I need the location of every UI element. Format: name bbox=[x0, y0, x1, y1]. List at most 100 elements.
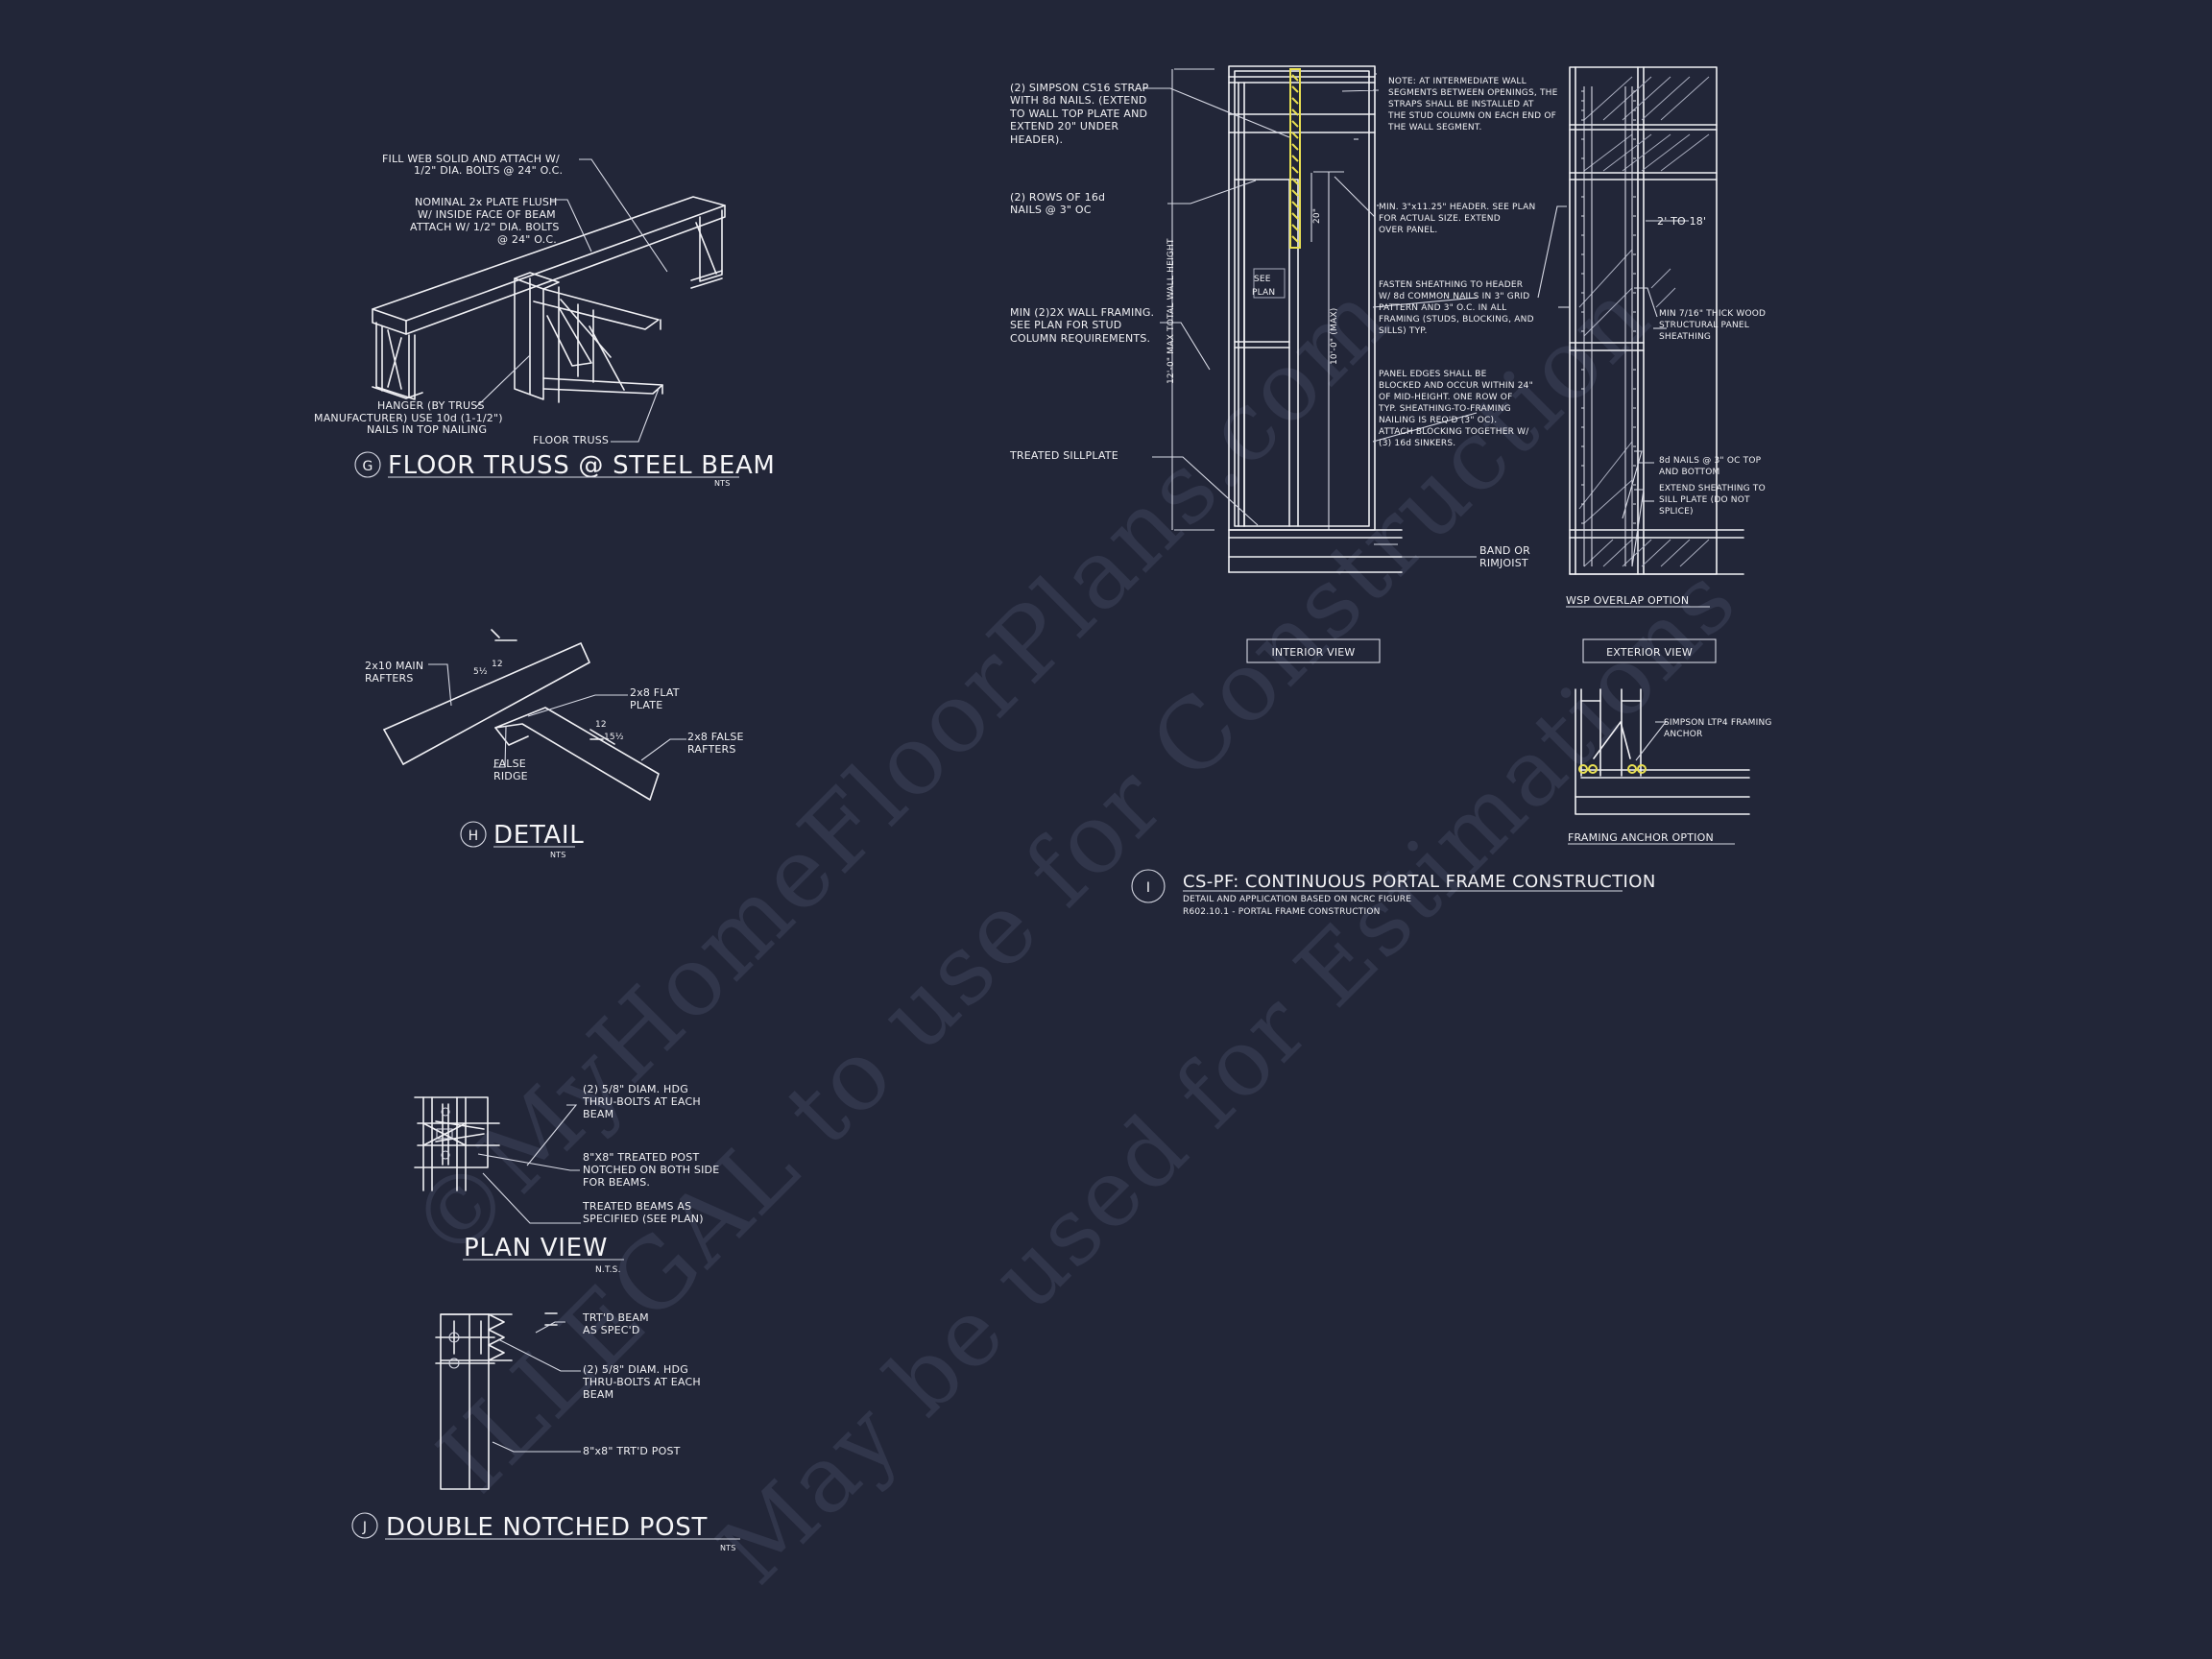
detail-g-floor-truss-steel-beam: FILL WEB SOLID AND ATTACH W/ 1/2" DIA. B… bbox=[314, 153, 775, 488]
detail-j-letter: J bbox=[362, 1520, 367, 1535]
detail-h-rafters: 2x10 MAIN RAFTERS 2x8 FLAT PLATE 2x8 FAL… bbox=[365, 629, 744, 859]
interior-view-leaders bbox=[1142, 73, 1478, 558]
i-min-thick-1: MIN 7/16" THICK WOOD bbox=[1659, 309, 1766, 319]
j-thru-bolts-1: (2) 5/8" DIAM. HDG bbox=[583, 1363, 688, 1376]
note-nominal-4: @ 24" O.C. bbox=[497, 233, 557, 246]
detail-i-title: CS-PF: CONTINUOUS PORTAL FRAME CONSTRUCT… bbox=[1183, 872, 1656, 892]
i-2-to-18: 2' TO 18' bbox=[1657, 215, 1706, 228]
note-nominal-2: W/ INSIDE FACE OF BEAM bbox=[418, 208, 556, 221]
i-header-2: FOR ACTUAL SIZE. EXTEND bbox=[1379, 214, 1501, 224]
plan-treated-post-3: FOR BEAMS. bbox=[583, 1176, 650, 1189]
note-hanger-3: NAILS IN TOP NAILING bbox=[367, 423, 487, 436]
detail-g-leaders bbox=[475, 158, 668, 443]
interior-notes: (2) SIMPSON CS16 STRAP WITH 8d NAILS. (E… bbox=[1009, 82, 1275, 462]
detail-h-title: DETAIL bbox=[493, 821, 584, 850]
i-strap-1: (2) SIMPSON CS16 STRAP bbox=[1010, 82, 1149, 94]
h-pitch-false-rise: 15½ bbox=[604, 733, 624, 742]
view-labels: INTERIOR VIEW EXTERIOR VIEW bbox=[1246, 638, 1717, 663]
note-hanger-2: MANUFACTURER) USE 10d (1-1/2") bbox=[314, 412, 503, 424]
detail-i-portal-frame: 12'-0" MAX TOTAL WALL HEIGHT 10'-0" (MAX… bbox=[1009, 65, 1772, 917]
i-panel-edges-4: TYP. SHEATHING-TO-FRAMING bbox=[1378, 404, 1511, 414]
i-strap-5: HEADER). bbox=[1010, 133, 1063, 146]
i-fasten-3: PATTERN AND 3" O.C. IN ALL bbox=[1379, 303, 1506, 313]
exterior-view-label: EXTERIOR VIEW bbox=[1606, 646, 1693, 659]
i-note-intermediate-5: THE WALL SEGMENT. bbox=[1387, 123, 1482, 132]
i-extend-sheathing-1: EXTEND SHEATHING TO bbox=[1659, 484, 1766, 493]
plan-treated-post-2: NOTCHED ON BOTH SIDE bbox=[583, 1164, 719, 1176]
h-flat-plate-1: 2x8 FLAT bbox=[630, 686, 680, 699]
detail-i-letter: I bbox=[1146, 880, 1150, 896]
i-8d-nails-2: AND BOTTOM bbox=[1659, 468, 1719, 477]
floor-truss-beam-drawing bbox=[372, 196, 726, 403]
i-note-intermediate-2: SEGMENTS BETWEEN OPENINGS, THE bbox=[1388, 88, 1558, 98]
dim-10ft: 10'-0" (MAX) bbox=[1330, 308, 1339, 365]
plan-treated-beams-2: SPECIFIED (SEE PLAN) bbox=[583, 1213, 704, 1225]
j-trtd-beam-1: TRT'D BEAM bbox=[582, 1311, 649, 1324]
h-pitch-main-run: 12 bbox=[492, 660, 503, 669]
i-extend-sheathing-3: SPLICE) bbox=[1659, 507, 1694, 517]
i-ltp4-1: SIMPSON LTP4 FRAMING bbox=[1664, 718, 1772, 728]
exterior-notes: 2' TO 18' MIN 7/16" THICK WOOD STRUCTURA… bbox=[1566, 215, 1766, 608]
i-strap-2: WITH 8d NAILS. (EXTEND bbox=[1010, 94, 1147, 107]
detail-i-subtitle-2: R602.10.1 - PORTAL FRAME CONSTRUCTION bbox=[1183, 907, 1381, 917]
i-band-2: RIMJOIST bbox=[1479, 557, 1528, 569]
i-8d-nails-1: 8d NAILS @ 3" OC TOP bbox=[1659, 456, 1762, 466]
dim-20in: 20" bbox=[1312, 208, 1322, 224]
exterior-view-drawing bbox=[1537, 66, 1744, 575]
i-fasten-4: FRAMING (STUDS, BLOCKING, AND bbox=[1379, 315, 1534, 325]
i-fasten-5: SILLS) TYP. bbox=[1379, 326, 1428, 336]
note-fill-web-1: FILL WEB SOLID AND ATTACH W/ bbox=[382, 153, 560, 165]
plan-thru-bolts-2: THRU-BOLTS AT EACH bbox=[582, 1095, 701, 1108]
h-main-rafters-1: 2x10 MAIN bbox=[365, 660, 423, 672]
interior-view-label: INTERIOR VIEW bbox=[1271, 646, 1355, 659]
detail-g-letter: G bbox=[362, 459, 373, 474]
h-false-ridge-1: FALSE bbox=[493, 757, 526, 770]
detail-g-title-block: G FLOOR TRUSS @ STEEL BEAM NTS bbox=[354, 451, 775, 488]
note-hanger-1: HANGER (BY TRUSS bbox=[377, 399, 485, 412]
i-min-framing-2: SEE PLAN FOR STUD bbox=[1010, 319, 1121, 331]
h-pitch-main-rise: 5½ bbox=[473, 667, 488, 677]
j-thru-bolts-2: THRU-BOLTS AT EACH bbox=[582, 1376, 701, 1388]
plan-thru-bolts-3: BEAM bbox=[583, 1108, 613, 1120]
plan-treated-post-1: 8"X8" TREATED POST bbox=[583, 1151, 699, 1164]
i-panel-edges-3: OF MID-HEIGHT. ONE ROW OF bbox=[1379, 393, 1512, 402]
i-min-thick-2: STRUCTURAL PANEL bbox=[1659, 321, 1749, 330]
i-min-thick-3: SHEATHING bbox=[1659, 332, 1711, 342]
i-panel-edges-2: BLOCKED AND OCCUR WITHIN 24" bbox=[1379, 381, 1533, 391]
dim-12ft: 12'-0" MAX TOTAL WALL HEIGHT bbox=[1166, 238, 1176, 384]
framing-anchor-option-drawing: SIMPSON LTP4 FRAMING ANCHOR FRAMING ANCH… bbox=[1568, 688, 1772, 845]
h-false-rafters-1: 2x8 FALSE bbox=[687, 731, 744, 743]
framing-anchor-label: FRAMING ANCHOR OPTION bbox=[1568, 831, 1714, 844]
detail-i-subtitle-1: DETAIL AND APPLICATION BASED ON NCRC FIG… bbox=[1183, 895, 1411, 904]
h-flat-plate-2: PLATE bbox=[630, 699, 662, 711]
i-panel-edges-5: NAILING IS REQ'D (3" OC). bbox=[1379, 416, 1497, 425]
i-strap-3: TO WALL TOP PLATE AND bbox=[1009, 108, 1147, 120]
note-nominal-3: ATTACH W/ 1/2" DIA. BOLTS bbox=[410, 221, 560, 233]
i-rows-2: NAILS @ 3" OC bbox=[1010, 204, 1092, 216]
i-band-1: BAND OR bbox=[1479, 544, 1530, 557]
i-strap-4: EXTEND 20" UNDER bbox=[1010, 120, 1118, 132]
plan-treated-beams-1: TREATED BEAMS AS bbox=[582, 1200, 691, 1213]
i-panel-edges-7: (3) 16d SINKERS. bbox=[1379, 439, 1455, 448]
h-false-ridge-2: RIDGE bbox=[493, 770, 528, 782]
j-post: 8"x8" TRT'D POST bbox=[583, 1445, 681, 1457]
i-see-plan-2: PLAN bbox=[1252, 288, 1275, 298]
plan-thru-bolts-1: (2) 5/8" DIAM. HDG bbox=[583, 1083, 688, 1095]
i-wsp-overlap: WSP OVERLAP OPTION bbox=[1566, 594, 1689, 607]
detail-g-notes: FILL WEB SOLID AND ATTACH W/ 1/2" DIA. B… bbox=[314, 153, 609, 446]
i-panel-edges-1: PANEL EDGES SHALL BE bbox=[1379, 370, 1487, 379]
i-fasten-2: W/ 8d COMMON NAILS IN 3" GRID bbox=[1379, 292, 1529, 301]
i-header-1: MIN. 3"x11.25" HEADER. SEE PLAN bbox=[1379, 203, 1535, 212]
detail-h-scale: NTS bbox=[550, 851, 566, 859]
h-main-rafters-2: RAFTERS bbox=[365, 672, 414, 685]
plan-view-detail: (2) 5/8" DIAM. HDG THRU-BOLTS AT EACH BE… bbox=[414, 1083, 719, 1275]
note-fill-web-2: 1/2" DIA. BOLTS @ 24" O.C. bbox=[414, 164, 563, 177]
interior-view-drawing: 12'-0" MAX TOTAL WALL HEIGHT 10'-0" (MAX… bbox=[1166, 65, 1403, 573]
h-false-rafters-2: RAFTERS bbox=[687, 743, 736, 756]
note-nominal-1: NOMINAL 2x PLATE FLUSH bbox=[415, 196, 557, 208]
detail-j-scale: NTS bbox=[720, 1544, 736, 1552]
i-fasten-1: FASTEN SHEATHING TO HEADER bbox=[1379, 280, 1523, 290]
i-rows-1: (2) ROWS OF 16d bbox=[1010, 191, 1105, 204]
i-extend-sheathing-2: SILL PLATE (DO NOT bbox=[1659, 495, 1750, 505]
